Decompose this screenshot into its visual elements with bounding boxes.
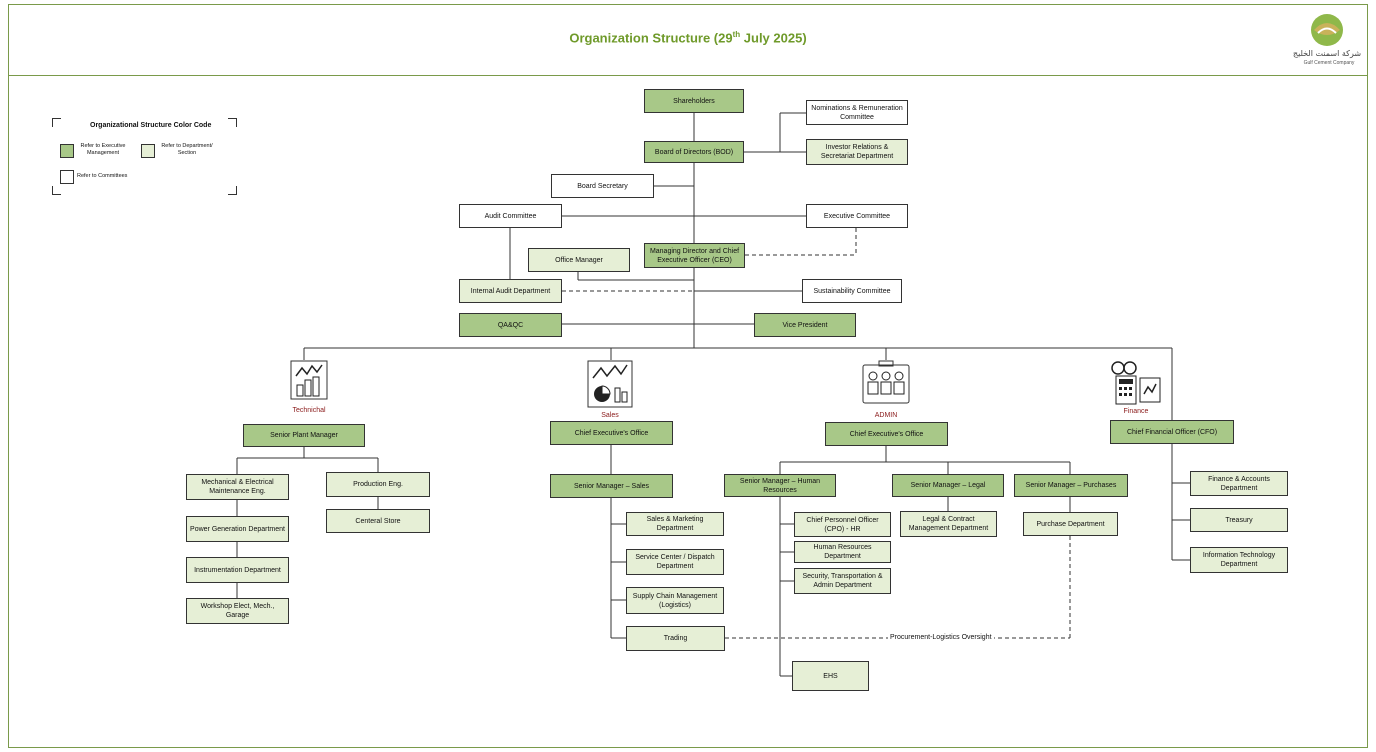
page-title: Organization Structure (29th July 2025) xyxy=(569,30,807,46)
office-manager-box: Office Manager xyxy=(528,248,630,272)
supply-chain-box: Supply Chain Management (Logistics) xyxy=(626,587,724,614)
legend-label-department: Refer to Department/ Section xyxy=(161,143,213,156)
legend-swatch-executive xyxy=(60,144,74,158)
finance-label: Finance xyxy=(1123,408,1149,415)
legend-bracket xyxy=(228,186,237,195)
legend-swatch-committee xyxy=(60,170,74,184)
workshop-box: Workshop Elect, Mech., Garage xyxy=(186,598,289,624)
calculator-icon xyxy=(1111,361,1161,405)
legend-swatch-department xyxy=(141,144,155,158)
ehs-box: EHS xyxy=(792,661,869,691)
it-department-box: Information Technology Department xyxy=(1190,547,1288,573)
board-of-directors-box: Board of Directors (BOD) xyxy=(644,141,744,163)
header-bar xyxy=(8,4,1368,76)
technical-label: Technichal xyxy=(292,407,326,414)
logo-caption: Gulf Cement Company xyxy=(1303,60,1355,66)
hr-department-box: Human Resources Department xyxy=(794,541,891,563)
admin-ceo-office-box: Chief Executive's Office xyxy=(825,422,948,446)
legend-bracket xyxy=(52,118,61,127)
company-logo: شركة اسمنت الخليج xyxy=(1293,14,1361,58)
shareholders-box: Shareholders xyxy=(644,89,744,113)
sales-ceo-office-box: Chief Executive's Office xyxy=(550,421,673,445)
procurement-oversight-label: Procurement-Logistics Oversight xyxy=(888,634,994,641)
cfo-box: Chief Financial Officer (CFO) xyxy=(1110,420,1234,444)
senior-plant-manager-box: Senior Plant Manager xyxy=(243,424,365,447)
audit-committee-box: Audit Committee xyxy=(459,204,562,228)
sales-marketing-box: Sales & Marketing Department xyxy=(626,512,724,536)
service-center-box: Service Center / Dispatch Department xyxy=(626,549,724,575)
power-generation-box: Power Generation Department xyxy=(186,516,289,542)
senior-manager-hr-box: Senior Manager – Human Resources xyxy=(724,474,836,497)
purchase-department-box: Purchase Department xyxy=(1023,512,1118,536)
security-transport-box: Security, Transportation & Admin Departm… xyxy=(794,568,891,594)
board-secretary-box: Board Secretary xyxy=(551,174,654,198)
sales-label: Sales xyxy=(601,412,619,419)
legend-label-executive: Refer to Executive Management xyxy=(80,143,126,156)
cpo-box: Chief Personnel Officer (CPO) - HR xyxy=(794,512,891,537)
nominations-committee-box: Nominations & Remuneration Committee xyxy=(806,100,908,125)
logo-arabic-text: شركة اسمنت الخليج xyxy=(1293,49,1361,58)
legend-bracket xyxy=(52,186,61,195)
vice-president-box: Vice President xyxy=(754,313,856,337)
mech-elec-maintenance-box: Mechanical & Electrical Maintenance Eng. xyxy=(186,474,289,500)
central-store-box: Centeral Store xyxy=(326,509,430,533)
legend-bracket xyxy=(228,118,237,127)
legend-title: Organizational Structure Color Code xyxy=(90,122,212,129)
senior-manager-purchases-box: Senior Manager – Purchases xyxy=(1014,474,1128,497)
sustainability-committee-box: Sustainability Committee xyxy=(802,279,902,303)
page-frame xyxy=(8,4,1368,748)
instrumentation-box: Instrumentation Department xyxy=(186,557,289,583)
chart-bars-icon xyxy=(290,360,328,400)
investor-relations-box: Investor Relations & Secretariat Departm… xyxy=(806,139,908,165)
trading-box: Trading xyxy=(626,626,725,651)
internal-audit-box: Internal Audit Department xyxy=(459,279,562,303)
legal-contract-box: Legal & Contract Management Department xyxy=(900,511,997,537)
finance-accounts-box: Finance & Accounts Department xyxy=(1190,471,1288,496)
senior-manager-sales-box: Senior Manager – Sales xyxy=(550,474,673,498)
legend-label-committee: Refer to Committees xyxy=(77,173,128,179)
senior-manager-legal-box: Senior Manager – Legal xyxy=(892,474,1004,497)
admin-label: ADMIN xyxy=(874,412,898,419)
treasury-box: Treasury xyxy=(1190,508,1288,532)
pie-chart-icon xyxy=(587,360,633,408)
ceo-box: Managing Director and Chief Executive Of… xyxy=(644,243,745,268)
production-eng-box: Production Eng. xyxy=(326,472,430,497)
qaqc-box: QA&QC xyxy=(459,313,562,337)
people-icon xyxy=(862,360,910,404)
executive-committee-box: Executive Committee xyxy=(806,204,908,228)
